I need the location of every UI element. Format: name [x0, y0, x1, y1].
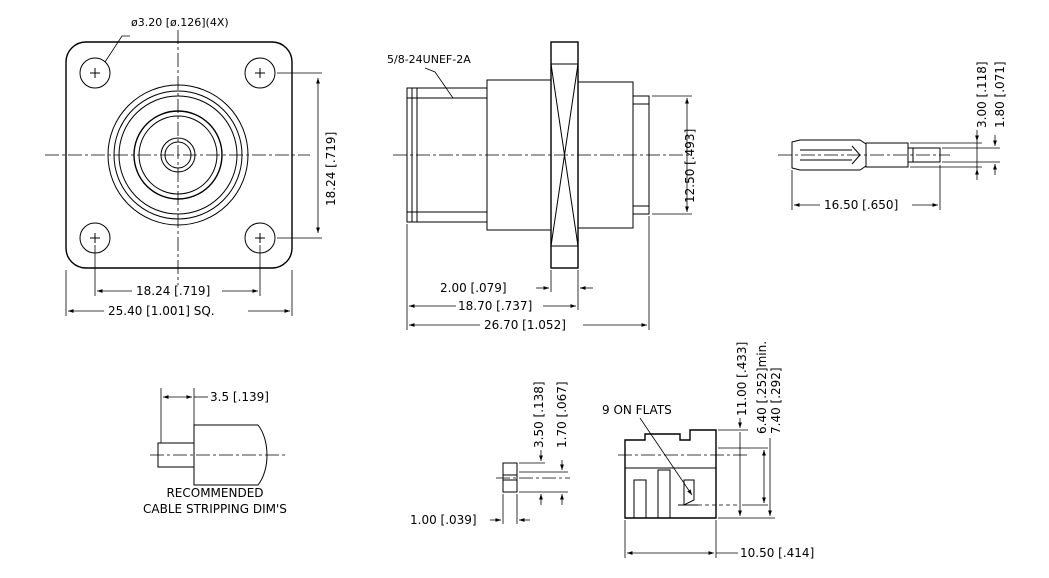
stripping-caption-1: RECOMMENDED: [166, 486, 263, 500]
small-part: 3.50 [.138] 1.70 [.067] 1.00 [.039]: [410, 381, 570, 527]
contact-dia-inner-label: 1.80 [.071]: [993, 61, 1007, 128]
thread-label: 5/8-24UNEF-2A: [387, 53, 471, 66]
small-dim-b-label: 1.70 [.067]: [555, 381, 569, 448]
flats-label: 9 ON FLATS: [602, 403, 672, 417]
nut-length-label: 10.50 [.414]: [740, 546, 814, 560]
side-view: 5/8-24UNEF-2A 12.50 [.493] 2.00 [.079] 1…: [387, 41, 697, 332]
nut-dim-a-label: 11.00 [.433]: [735, 342, 749, 416]
nut-dim-c-label: 7.40 [.292]: [769, 367, 783, 434]
overall-len-label: 26.70 [1.052]: [484, 318, 566, 332]
small-dim-a-label: 3.50 [.138]: [532, 381, 546, 448]
hole-dim-label: ø3.20 [ø.126](4X): [131, 16, 229, 29]
small-dim-c-label: 1.00 [.039]: [410, 513, 477, 527]
nut-dim-b-label: 6.40 [.252]min.: [755, 341, 769, 434]
mounting-holes: [79, 57, 276, 254]
front-len-label: 18.70 [.737]: [458, 299, 532, 313]
contact-dia-outer-label: 3.00 [.118]: [975, 61, 989, 128]
rear-dia-label: 12.50 [.493]: [683, 129, 697, 203]
flange-size-label: 25.40 [1.001] SQ.: [108, 304, 215, 318]
flange-thk-label: 2.00 [.079]: [440, 281, 507, 295]
contact-pin: 16.50 [.650] 3.00 [.118] 1.80 [.071]: [778, 61, 1007, 212]
hole-spacing-v-label: 18.24 [.719]: [324, 132, 338, 206]
front-view: ø3.20 [ø.126](4X) 18.24 [.719] 18.24 [.7…: [45, 16, 338, 318]
cable-stripping: 3.5 [.139] RECOMMENDED CABLE STRIPPING D…: [143, 388, 287, 516]
stripping-caption-2: CABLE STRIPPING DIM'S: [143, 502, 287, 516]
hole-spacing-h-label: 18.24 [.719]: [136, 284, 210, 298]
stripping-dim-label: 3.5 [.139]: [210, 390, 269, 404]
contact-length-label: 16.50 [.650]: [824, 198, 898, 212]
nut: 9 ON FLATS 11.00 [.433] 6.40 [.252]min. …: [602, 341, 814, 560]
